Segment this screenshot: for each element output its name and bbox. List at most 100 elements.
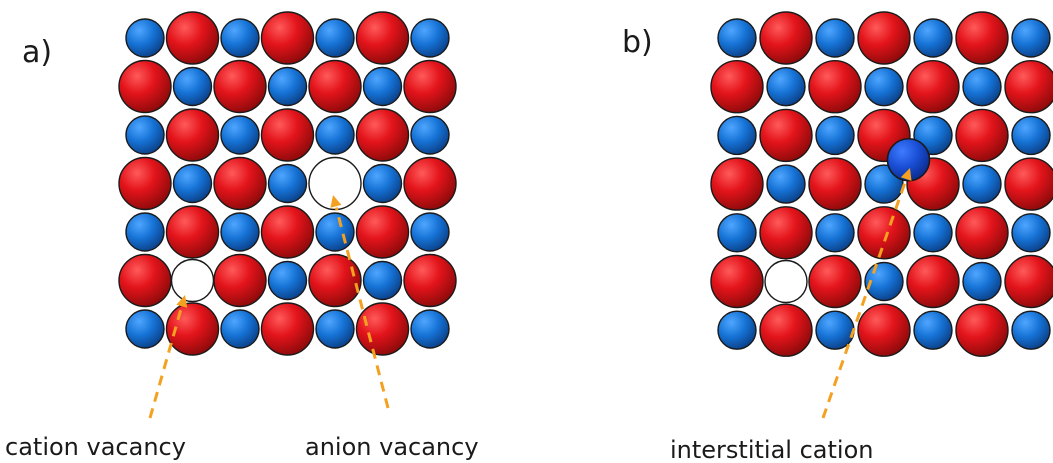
anion-vacancy	[308, 156, 362, 211]
cation-sphere	[815, 18, 855, 58]
interstitial-cation-arrow	[821, 168, 912, 419]
cation-sphere	[962, 261, 1002, 302]
anion-sphere	[955, 303, 1009, 357]
cation-sphere	[220, 212, 260, 252]
anion-sphere	[955, 11, 1009, 65]
cation-sphere	[410, 212, 450, 252]
cation-vacancy-arrow	[148, 295, 188, 419]
anion-sphere	[955, 206, 1009, 260]
anion-sphere	[355, 11, 410, 65]
cation-sphere	[172, 66, 213, 107]
cation-sphere	[267, 260, 308, 301]
anion-sphere	[165, 205, 220, 259]
cation-sphere	[1011, 213, 1051, 253]
anion-sphere	[955, 108, 1009, 163]
anion-sphere	[857, 206, 911, 260]
anion-sphere	[403, 59, 457, 114]
anion-sphere	[118, 59, 172, 114]
cation-sphere	[125, 18, 165, 58]
cation-sphere	[913, 310, 953, 350]
cation-sphere	[913, 213, 953, 253]
anion-sphere	[355, 302, 410, 356]
panel-a: a) cation vacancy anion vacancy	[5, 11, 479, 461]
cation-sphere	[864, 66, 904, 107]
cation-sphere	[315, 212, 355, 252]
anion-sphere	[906, 254, 960, 309]
cation-sphere	[410, 309, 450, 349]
cation-sphere	[717, 213, 757, 253]
cation-sphere	[766, 66, 806, 107]
anion-vacancy-arrow	[330, 195, 390, 409]
panel-a-label: a)	[22, 35, 52, 70]
cation-sphere	[410, 115, 450, 155]
cation-sphere	[315, 18, 355, 58]
cation-vacancy	[764, 259, 808, 304]
anion-sphere	[118, 253, 172, 308]
anion-sphere	[118, 156, 172, 211]
anion-sphere	[403, 253, 457, 308]
cation-sphere	[125, 212, 165, 252]
anion-sphere	[710, 157, 764, 211]
anion-sphere	[808, 254, 862, 309]
cation-sphere	[962, 66, 1002, 107]
panel-b: b) interstitial cation	[622, 11, 1053, 463]
anion-sphere	[759, 108, 813, 163]
panel-a-arrows	[148, 195, 390, 419]
cation-sphere	[766, 164, 806, 204]
cation-sphere	[815, 213, 855, 253]
anion-sphere	[403, 156, 457, 211]
cation-sphere	[362, 163, 403, 204]
cation-sphere	[1011, 115, 1051, 156]
anion-sphere	[165, 108, 220, 162]
cation-sphere	[362, 260, 403, 301]
interstitial-cation	[886, 137, 931, 182]
cation-sphere	[815, 115, 855, 156]
anion-sphere	[213, 59, 267, 114]
cation-sphere	[125, 309, 165, 349]
cation-sphere	[717, 18, 757, 58]
panel-a-lattice	[118, 11, 457, 356]
anion-sphere	[1004, 60, 1053, 114]
anion-sphere	[355, 108, 410, 162]
anion-sphere	[1004, 254, 1053, 309]
cation-sphere	[220, 115, 260, 155]
cation-sphere	[1011, 310, 1051, 350]
cation-sphere	[362, 66, 403, 107]
anion-sphere	[213, 253, 267, 308]
anion-sphere	[1004, 157, 1053, 211]
cation-sphere	[1011, 18, 1051, 58]
anion-sphere	[759, 11, 813, 65]
anion-sphere	[808, 157, 862, 211]
cation-sphere	[815, 310, 855, 350]
panel-b-lattice	[710, 11, 1053, 357]
anion-vacancy-label: anion vacancy	[305, 433, 479, 461]
cation-sphere	[267, 163, 308, 204]
anion-sphere	[710, 59, 764, 114]
anion-sphere	[260, 108, 315, 162]
cation-vacancy	[170, 258, 215, 303]
cation-sphere	[220, 18, 260, 58]
cation-sphere	[962, 164, 1002, 204]
cation-sphere	[220, 309, 260, 349]
cation-sphere	[125, 115, 165, 155]
anion-sphere	[165, 11, 220, 65]
anion-sphere	[260, 11, 315, 65]
cation-vacancy-label: cation vacancy	[5, 433, 186, 461]
anion-sphere	[857, 303, 911, 357]
cation-sphere	[717, 115, 757, 156]
anion-sphere	[759, 206, 813, 260]
anion-sphere	[355, 205, 410, 259]
anion-sphere	[308, 253, 362, 308]
cation-sphere	[315, 309, 355, 349]
anion-sphere	[710, 254, 764, 309]
anion-sphere	[857, 11, 911, 65]
anion-sphere	[906, 59, 960, 114]
cation-sphere	[717, 310, 757, 350]
panel-b-label: b)	[622, 25, 653, 60]
anion-sphere	[808, 59, 862, 114]
panel-b-arrows	[821, 168, 912, 419]
cation-sphere	[172, 163, 213, 204]
cation-sphere	[315, 115, 355, 155]
anion-sphere	[260, 302, 315, 356]
